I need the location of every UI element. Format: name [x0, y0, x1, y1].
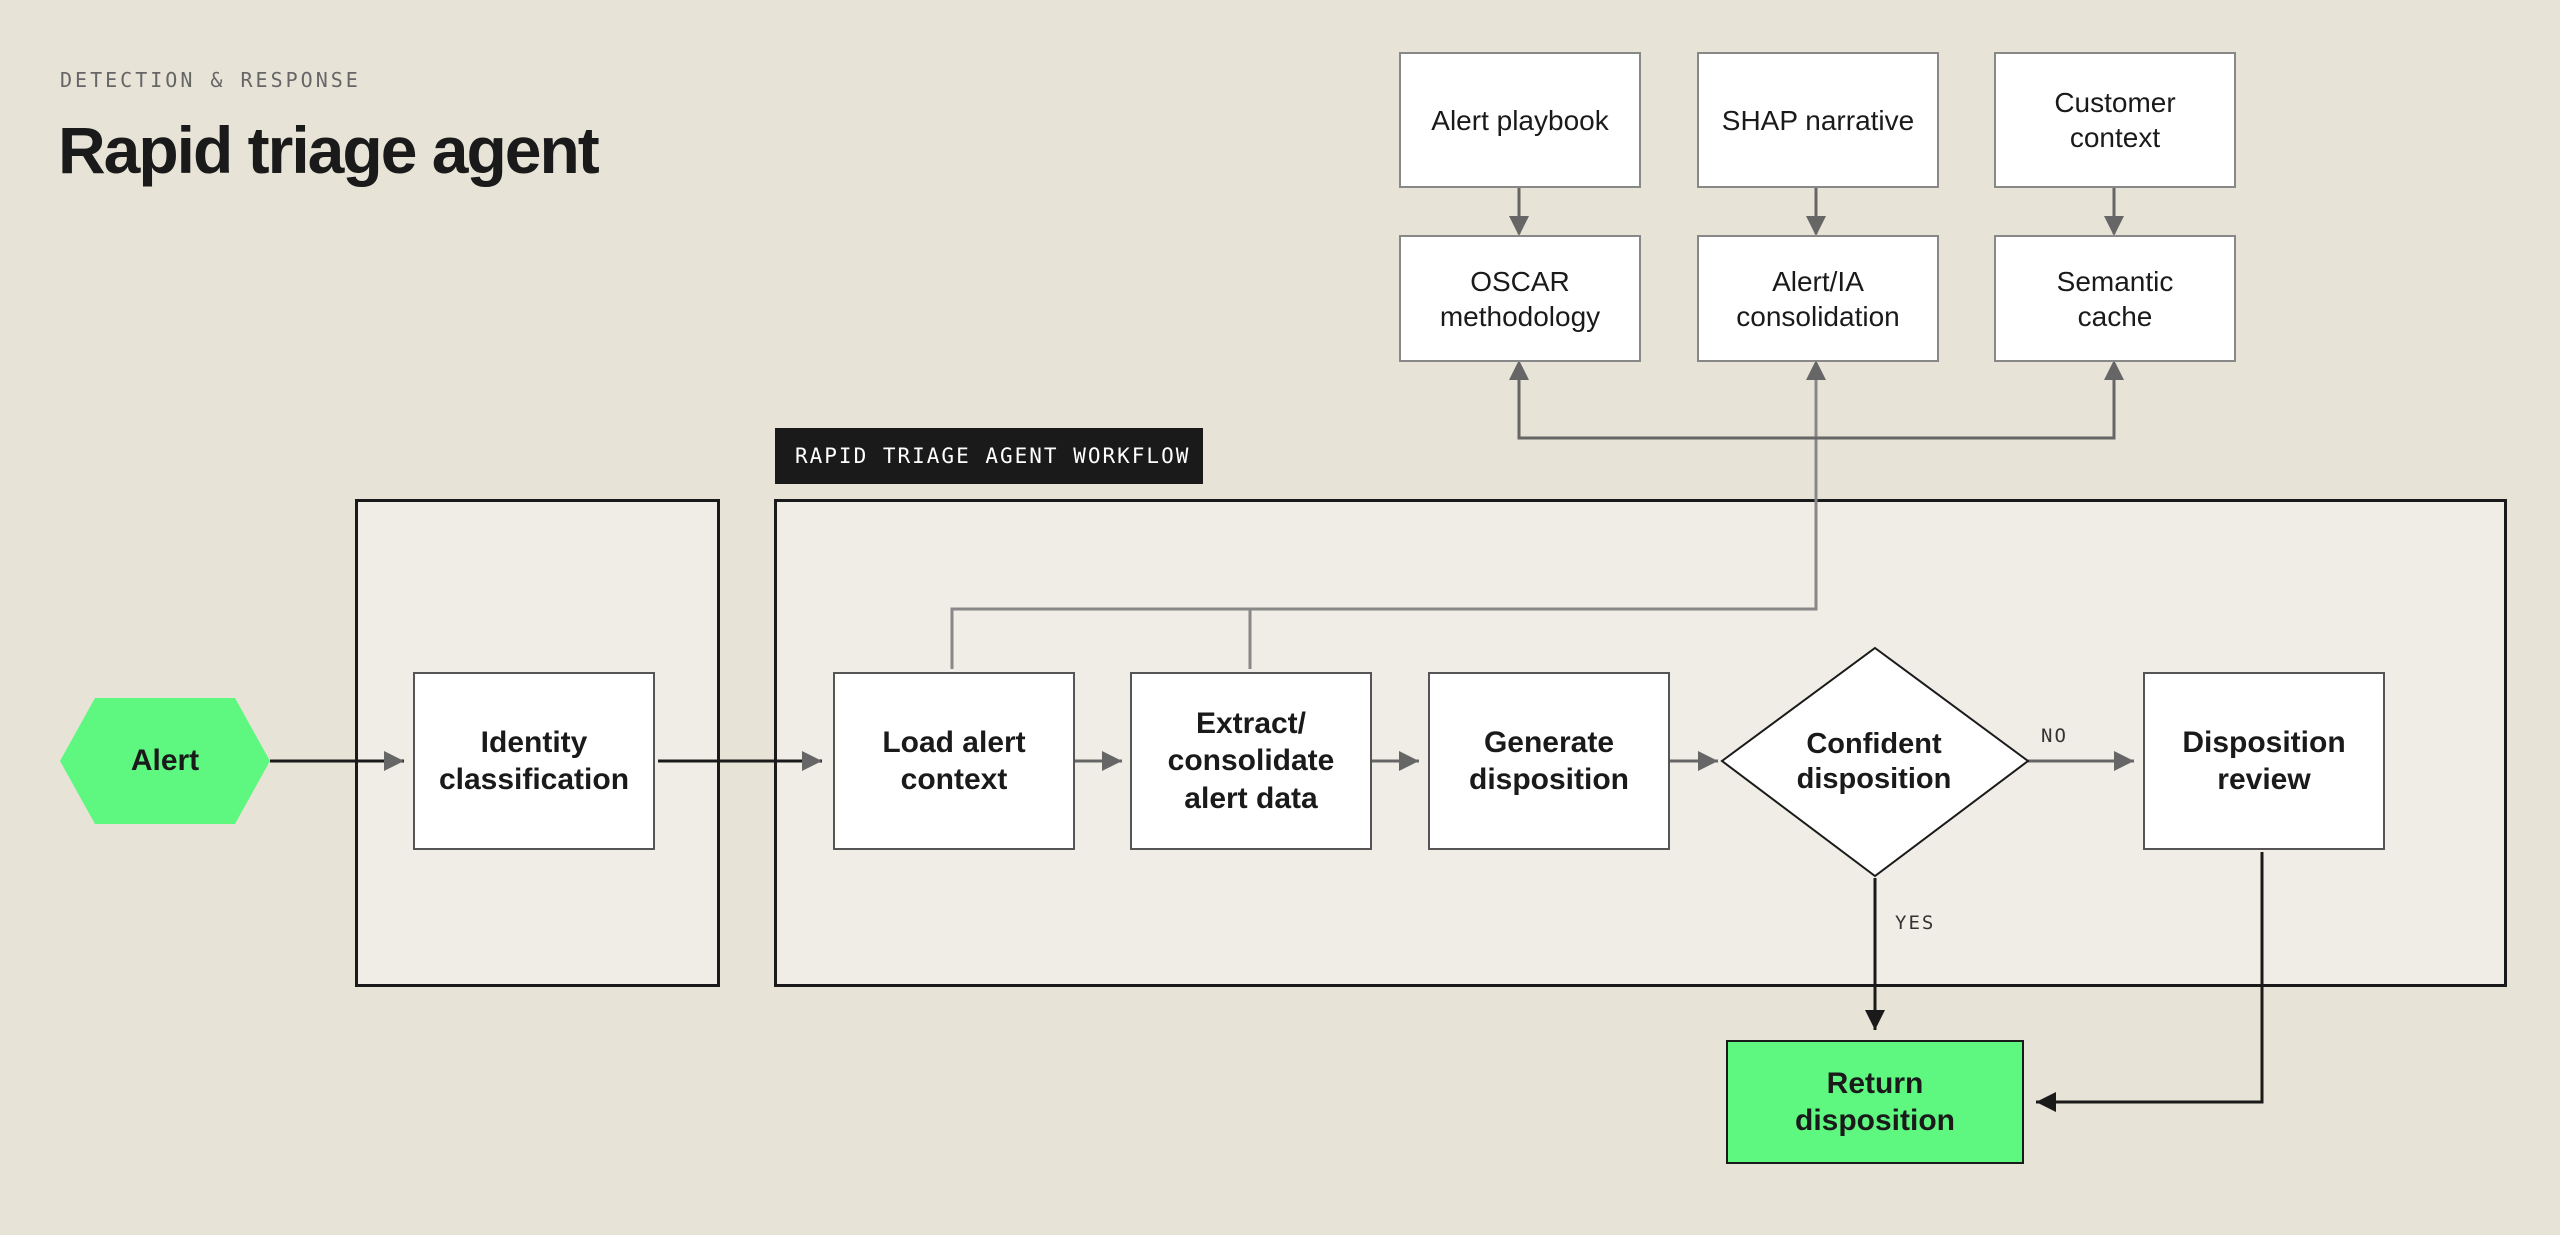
return-disposition-text: Return disposition	[1795, 1066, 1955, 1138]
edge-label-yes: YES	[1895, 912, 1936, 934]
extract-consolidate-text: Extract/ consolidate alert data	[1167, 706, 1335, 815]
eyebrow-label: DETECTION & RESPONSE	[60, 68, 361, 92]
disposition-review-text: Disposition review	[2182, 725, 2346, 797]
node-return-disposition: Return disposition	[1726, 1040, 2024, 1164]
resource-alert-ia-consolidation: Alert/IA consolidation	[1697, 235, 1939, 362]
page-title: Rapid triage agent	[58, 113, 600, 187]
confident-disposition-text: Confident disposition	[1796, 728, 1952, 795]
oscar-methodology-text: OSCAR methodology	[1439, 265, 1601, 332]
generate-disposition-text: Generate disposition	[1469, 725, 1629, 797]
node-generate-disposition: Generate disposition	[1428, 672, 1670, 850]
resource-oscar-methodology: OSCAR methodology	[1399, 235, 1641, 362]
resource-shap-narrative: SHAP narrative	[1697, 52, 1939, 188]
shap-narrative-text: SHAP narrative	[1721, 104, 1915, 136]
load-alert-context-text: Load alert context	[882, 725, 1026, 797]
resource-semantic-cache: Semantic cache	[1994, 235, 2236, 362]
node-disposition-review: Disposition review	[2143, 672, 2385, 850]
alert-hexagon	[60, 698, 270, 824]
resource-alert-playbook: Alert playbook	[1399, 52, 1641, 188]
identity-classification-text: Identity classification	[438, 725, 630, 797]
resource-customer-context: Customer context	[1994, 52, 2236, 188]
alert-playbook-text: Alert playbook	[1431, 104, 1609, 136]
edge-label-no: NO	[2041, 725, 2068, 747]
node-extract-consolidate: Extract/ consolidate alert data	[1130, 672, 1372, 850]
node-identity-classification: Identity classification	[413, 672, 655, 850]
node-load-alert-context: Load alert context	[833, 672, 1075, 850]
edge-context-bus	[950, 380, 1818, 669]
confident-diamond	[1720, 646, 2030, 878]
customer-context-text: Customer context	[2054, 87, 2176, 153]
node-confident-disposition: Confident disposition	[1722, 648, 2026, 876]
edge-resource-bus	[1517, 380, 2116, 440]
node-alert: Alert	[130, 744, 200, 777]
semantic-cache-text: Semantic cache	[2056, 265, 2174, 332]
alert-ia-consolidation-text: Alert/IA consolidation	[1736, 265, 1900, 332]
workflow-label: RAPID TRIAGE AGENT WORKFLOW	[775, 428, 1203, 484]
edge-review-return	[2036, 852, 2264, 1104]
